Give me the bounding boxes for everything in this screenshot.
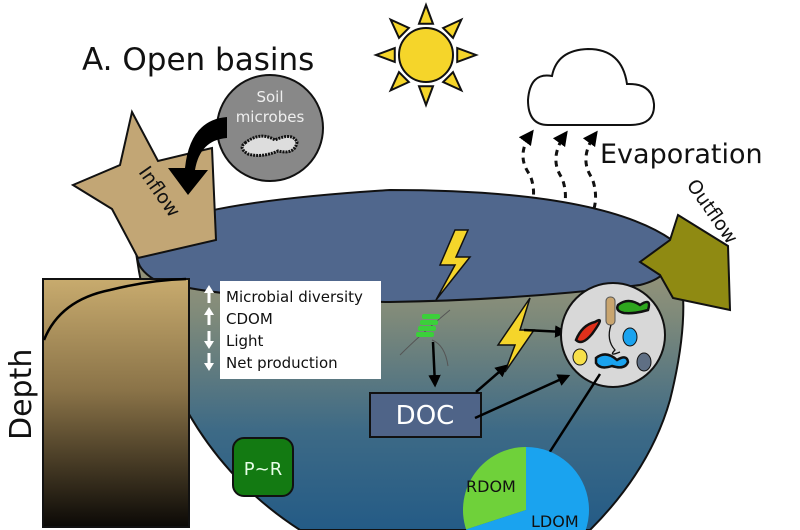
sun-ray: [417, 2, 435, 25]
ldom-label: LDOM: [531, 512, 579, 530]
microbes-to-dom-arrow: [540, 373, 602, 467]
arrow-down-icon: [204, 331, 214, 349]
doc-to-lightning-arrow: [475, 364, 508, 393]
inflow-arrow: Inflow: [70, 109, 218, 260]
cloud-icon: [526, 47, 656, 126]
soil-microbes-label-line1: Soil: [256, 88, 283, 106]
evaporation-label: Evaporation: [600, 139, 763, 170]
sun-ray: [388, 70, 411, 93]
trend-label: CDOM: [226, 310, 273, 328]
aquatic-microbes: [560, 282, 666, 388]
soil-microbes: Soil microbes: [216, 74, 324, 182]
arrow-down-icon: [204, 353, 214, 371]
trend-label: Microbial diversity: [226, 288, 363, 306]
trend-label: Net production: [226, 354, 338, 372]
pie-slice-rdom: [463, 447, 526, 530]
p-r-label: P~R: [244, 459, 282, 480]
sun-ray: [441, 70, 464, 93]
depth-profile-curve: [42, 277, 187, 341]
depth-axis-label: Depth: [4, 349, 39, 440]
soil-to-inflow-arrow: [168, 117, 227, 195]
sun-ray: [417, 85, 435, 108]
rdom-label: RDOM: [466, 477, 516, 496]
doc-to-microbes-arrow: [474, 374, 571, 420]
dom-pie: [463, 447, 589, 530]
arrow-up-icon: [204, 285, 214, 303]
doc-label: DOC: [396, 401, 455, 431]
sun-ray: [373, 46, 396, 64]
sun-ray: [388, 17, 411, 40]
arrow-up-icon: [204, 307, 214, 325]
lightning-to-microbes-arrow: [523, 325, 568, 338]
diagram-title: A. Open basins: [82, 42, 314, 78]
sun-ray: [456, 46, 479, 64]
bacterium-icon: [240, 134, 299, 157]
lightning-icon: [435, 229, 472, 301]
phyto-to-doc-arrow: [428, 341, 441, 388]
pie-slice-ldom: [466, 447, 589, 530]
depth-profile-panel: [42, 278, 190, 528]
depth-trends-box: [220, 281, 381, 379]
p-r-box: [232, 437, 294, 497]
doc-box: [369, 392, 482, 438]
sun-icon: [373, 2, 479, 108]
soil-microbes-label-line2: microbes: [236, 108, 305, 126]
water-surface: [136, 188, 675, 304]
sun-ray: [441, 17, 464, 40]
trend-label: Light: [226, 332, 264, 350]
phytoplankton-icon: [399, 309, 451, 367]
